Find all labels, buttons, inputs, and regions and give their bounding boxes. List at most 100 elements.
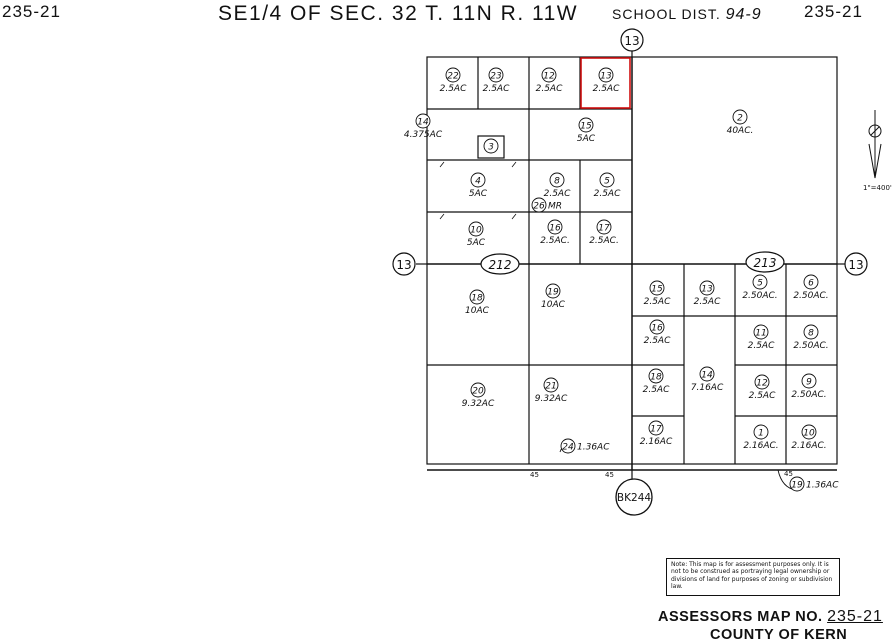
parcel-number: 17 [650,425,662,435]
parcel-label-20[interactable]: 209.32AC [462,382,495,409]
parcel-number: 10 [803,429,815,439]
parcel-label-23[interactable]: 232.5AC [483,67,510,94]
header-map-number-right: 235-21 [804,2,863,21]
parcel-number: 16 [651,324,663,334]
parcel-area: 2.5AC [749,391,776,401]
parcel-area: 2.5AC [536,84,563,94]
parcel-number: 23 [490,72,502,82]
parcel-label-17[interactable]: 17 2.5AC. [589,219,619,246]
parcel-number: 17 [598,224,610,234]
parcel-area: 5AC [469,189,488,199]
parcel-area: 2.50AC. [742,291,777,301]
header-title: SE1/4 OF SEC. 32 T. 11N R. 11W [218,2,579,25]
svg-text:213: 213 [754,256,777,270]
parcel-label-5[interactable]: 52.5AC [594,172,621,199]
parcel-label-10[interactable]: 102.16AC. [791,424,827,451]
parcel-label-5[interactable]: 5 2.50AC. [742,274,778,301]
parcel-area: 2.5AC [644,297,671,307]
parcel-area: 2.16AC. [743,441,778,451]
parcel-label-12[interactable]: 12 2.5AC [536,67,563,94]
parcel-area: 2.5AC. [540,236,570,246]
highlighted-parcel-13[interactable] [580,57,631,109]
parcel-label-15[interactable]: 15 2.5AC [644,280,671,307]
parcel-area: 2.50AC. [793,291,828,301]
parcel-number: 18 [471,294,483,304]
parcel-label-8[interactable]: 82.50AC. [793,324,829,351]
parcel-label-9[interactable]: 92.50AC. [791,373,827,400]
parcel-area: 1.36AC [806,481,839,491]
parcel-number: 11 [755,329,766,339]
road-mark: 45 [784,470,793,478]
parcel-area: 9.32AC [535,394,568,404]
parcel-area: 2.5AC [593,84,620,94]
parcel-number: 8 [808,329,814,339]
parcel-label-19[interactable]: 19 10AC [541,283,566,310]
parcel-label-18[interactable]: 18 2.5AC [643,368,670,395]
parcel-number: 15 [580,122,592,132]
assessors-map-number: ASSESSORS MAP NO. 235-21 [658,608,883,626]
header-school-district: SCHOOL DIST. 94-9 [612,6,762,24]
parcel-label-21[interactable]: 21 9.32AC [535,377,568,404]
parcel-area: 10AC [541,300,566,310]
parcel-label-11[interactable]: 11 2.5AC [748,324,775,351]
parcel-labels: 222.5AC232.5AC122.5AC132.5AC144.375AC315… [404,67,839,492]
school-district-label: SCHOOL DIST. [612,6,721,22]
parcel-label-14[interactable]: 147.16AC [691,366,724,393]
parcel-label-13[interactable]: 13 2.5AC [593,67,620,94]
parcel-number: 22 [447,72,459,82]
parcel-area: 2.5AC [644,336,671,346]
parcel-number: 18 [650,373,662,383]
school-district-number: 94-9 [725,6,762,23]
parcel-area: 2.5AC [594,189,621,199]
parcel-number: 12 [543,72,555,82]
parcel-area: 2.5AC [694,297,721,307]
map-number-value: 235-21 [827,608,883,625]
parcel-label-1[interactable]: 12.16AC. [743,424,779,451]
parcel-area: 2.5AC [544,189,571,199]
parcel-label-14[interactable]: 144.375AC [404,113,443,140]
section-marker-left: 13 [392,252,416,276]
assessment-note: Note: This map is for assessment purpose… [666,558,840,596]
parcel-area: MR [548,202,562,212]
parcel-label-3[interactable]: 3 [483,138,499,154]
parcel-area: 4.375AC [404,130,443,140]
road-mark: 45 [530,471,539,479]
parcel-label-6[interactable]: 6 2.50AC. [793,274,829,301]
parcel-area: 40AC. [727,126,754,136]
parcel-number: 21 [545,382,556,392]
parcel-number: 2 [737,114,743,124]
parcel-label-22[interactable]: 22 2.5AC [440,67,467,94]
parcel-number: 6 [808,279,814,289]
block-label-213: 213 [745,251,785,273]
map-scale: 1"=400' [863,184,892,192]
parcel-number: 13 [600,72,612,82]
county-name: COUNTY OF KERN [710,627,848,643]
parcel-label-16[interactable]: 16 2.5AC [644,319,671,346]
parcel-number: 19 [547,288,559,298]
parcel-area: 7.16AC [691,383,724,393]
parcel-area: 1.36AC [577,443,610,453]
parcel-number: 5 [757,279,763,289]
parcel-label-17[interactable]: 172.16AC [640,420,673,447]
parcel-label-12[interactable]: 122.5AC [749,374,776,401]
parcel-number: 20 [472,387,484,397]
parcel-area: 2.5AC. [589,236,619,246]
parcel-area: 2.5AC [440,84,467,94]
parcel-number: 15 [651,285,663,295]
parcel-number: 24 [562,443,574,453]
parcel-label-13[interactable]: 132.5AC [694,280,721,307]
parcel-label-8[interactable]: 82.5AC [544,172,571,199]
parcel-area: 2.5AC [748,341,775,351]
parcel-area: 2.5AC [643,385,670,395]
parcel-label-2[interactable]: 2 40AC. [727,109,754,136]
parcel-label-16[interactable]: 162.5AC. [540,219,570,246]
parcel-area: 5AC [467,238,486,248]
